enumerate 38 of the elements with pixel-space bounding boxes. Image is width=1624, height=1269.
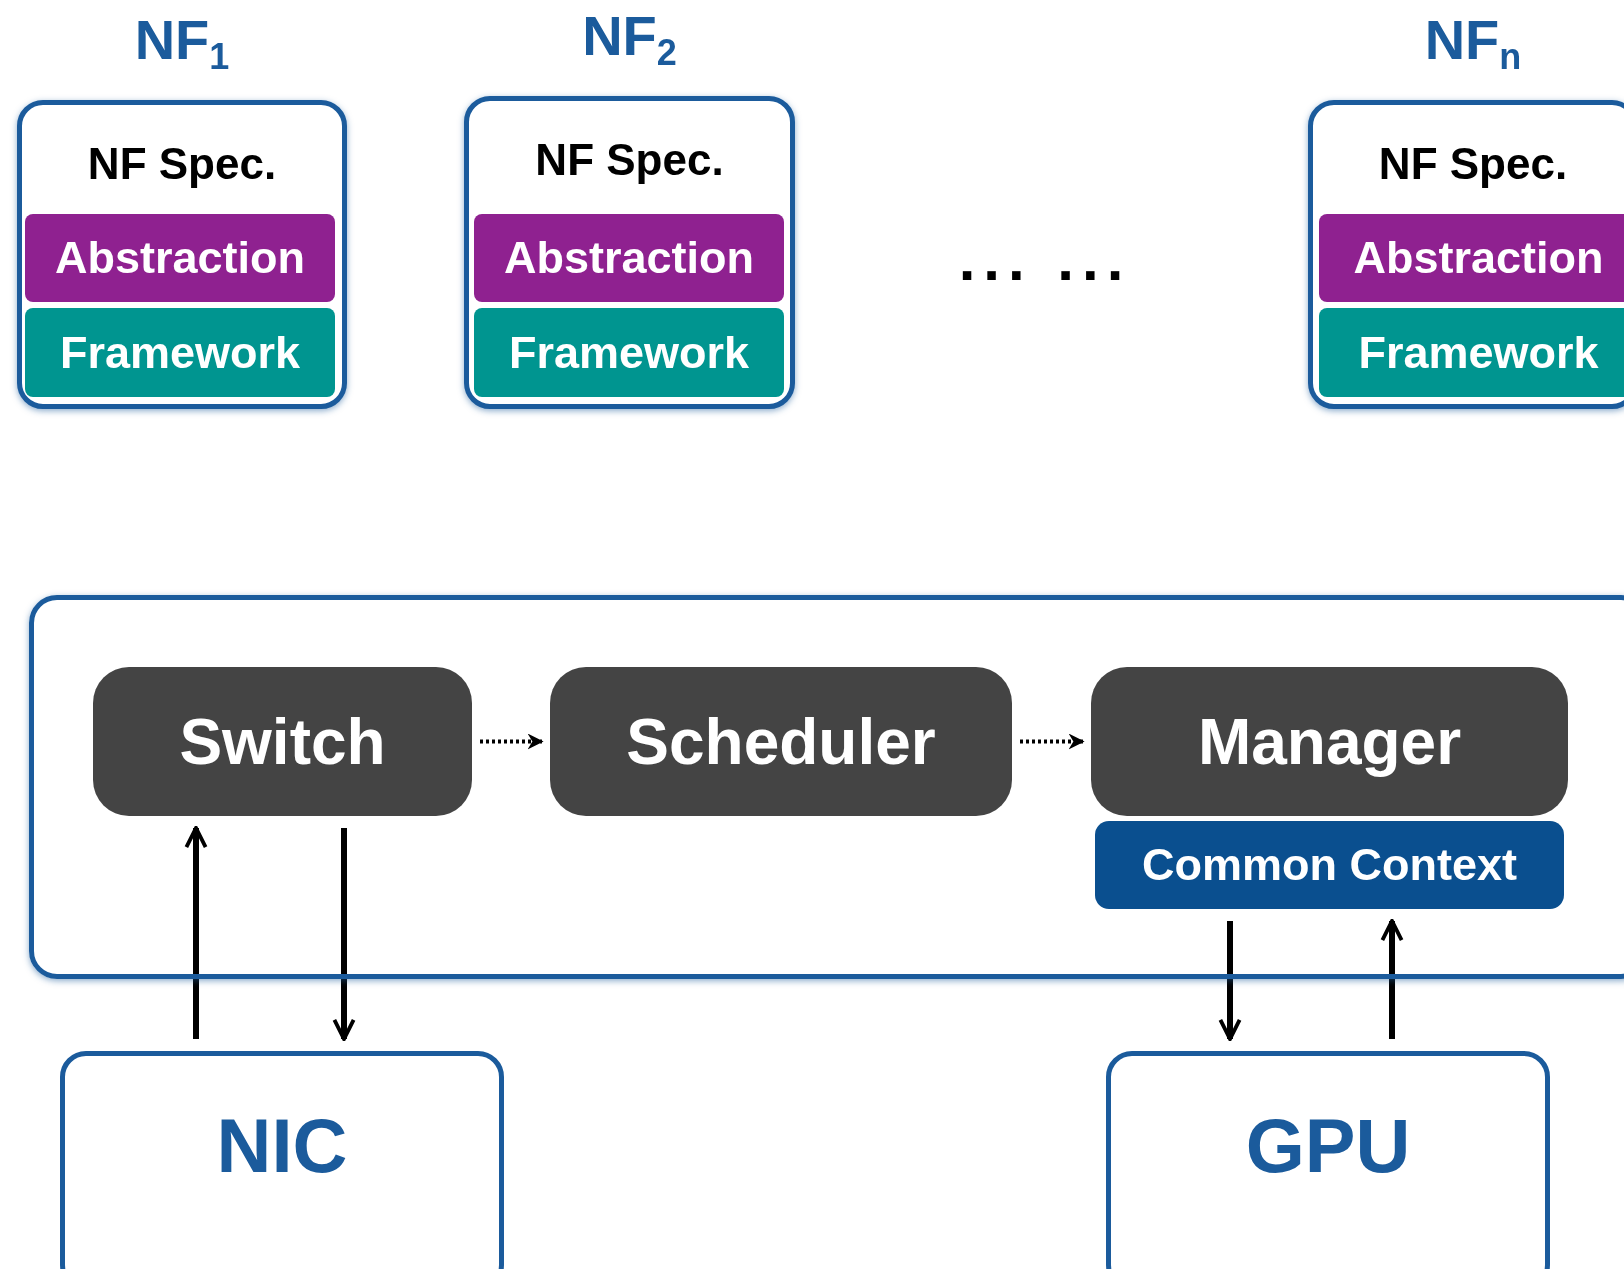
nf-heading: NF$_{1}$	[133, 7, 231, 78]
node-label: NIC	[216, 1102, 348, 1189]
node-label: Framework	[59, 326, 301, 379]
ellipsis-label: ... ...	[957, 225, 1133, 294]
framework-bar	[25, 308, 335, 397]
arrow	[1218, 921, 1242, 1041]
spec-label: NF Spec.	[535, 135, 724, 185]
context-box	[1095, 821, 1564, 909]
node-label: GPU	[1245, 1102, 1411, 1189]
arrow	[1380, 919, 1404, 1039]
abstraction-bar	[1319, 214, 1624, 302]
framework-bar	[474, 308, 784, 397]
system-frame	[29, 595, 1624, 979]
node-label: Switch	[179, 704, 386, 779]
arrow	[1020, 733, 1085, 750]
framework-bar	[1319, 308, 1624, 397]
arrow	[480, 733, 544, 750]
node-label: Common Context	[1142, 839, 1517, 891]
node-label: Abstraction	[55, 232, 305, 284]
component-box	[1091, 667, 1568, 816]
spec-label: NF Spec.	[1378, 139, 1568, 189]
hardware-box	[60, 1051, 504, 1269]
node-label: Manager	[1197, 704, 1462, 779]
component-box	[550, 667, 1012, 816]
component-box	[93, 667, 472, 816]
node-label: Scheduler	[626, 704, 936, 779]
hardware-box	[1106, 1051, 1550, 1269]
spec-label: NF Spec.	[87, 139, 277, 189]
abstraction-bar	[25, 214, 335, 302]
nf-heading: NF$_{2}$	[581, 3, 678, 74]
abstraction-bar	[474, 214, 784, 302]
node-label: Framework	[508, 326, 750, 379]
node-label: Abstraction	[504, 232, 754, 284]
node-label: Abstraction	[1353, 232, 1604, 284]
arrow	[184, 826, 208, 1039]
nf-heading: NF$_{n}$	[1423, 7, 1523, 78]
arrow	[332, 828, 356, 1041]
node-label: Framework	[1358, 326, 1599, 379]
